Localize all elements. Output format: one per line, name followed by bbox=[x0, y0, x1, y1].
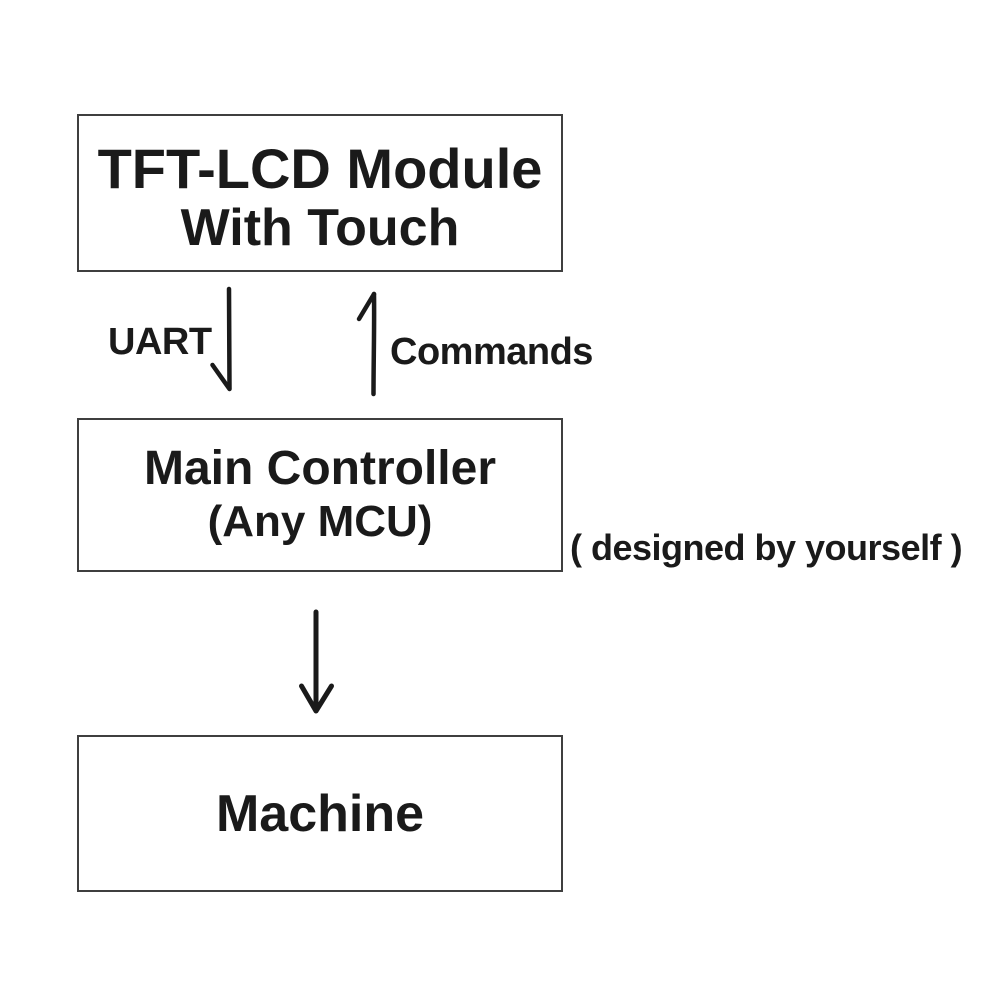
node-tft-lcd-title: TFT-LCD Module bbox=[97, 137, 543, 200]
machine-down-arrow-icon bbox=[299, 609, 334, 714]
node-machine: Machine bbox=[77, 735, 563, 892]
node-tft-lcd-module: TFT-LCD Module With Touch bbox=[77, 114, 563, 272]
node-main-controller: Main Controller (Any MCU) bbox=[77, 418, 563, 572]
edge-label-commands: Commands bbox=[390, 331, 593, 373]
node-machine-title: Machine bbox=[215, 784, 425, 843]
commands-up-arrow-icon bbox=[356, 291, 377, 397]
node-tft-lcd-subtitle: With Touch bbox=[180, 199, 460, 257]
uart-down-arrow-icon bbox=[210, 286, 232, 392]
node-main-controller-subtitle: (Any MCU) bbox=[207, 497, 433, 546]
node-main-controller-title: Main Controller bbox=[143, 442, 496, 495]
edge-label-uart: UART bbox=[108, 321, 212, 363]
mcu-designed-note: ( designed by yourself ) bbox=[570, 527, 963, 568]
